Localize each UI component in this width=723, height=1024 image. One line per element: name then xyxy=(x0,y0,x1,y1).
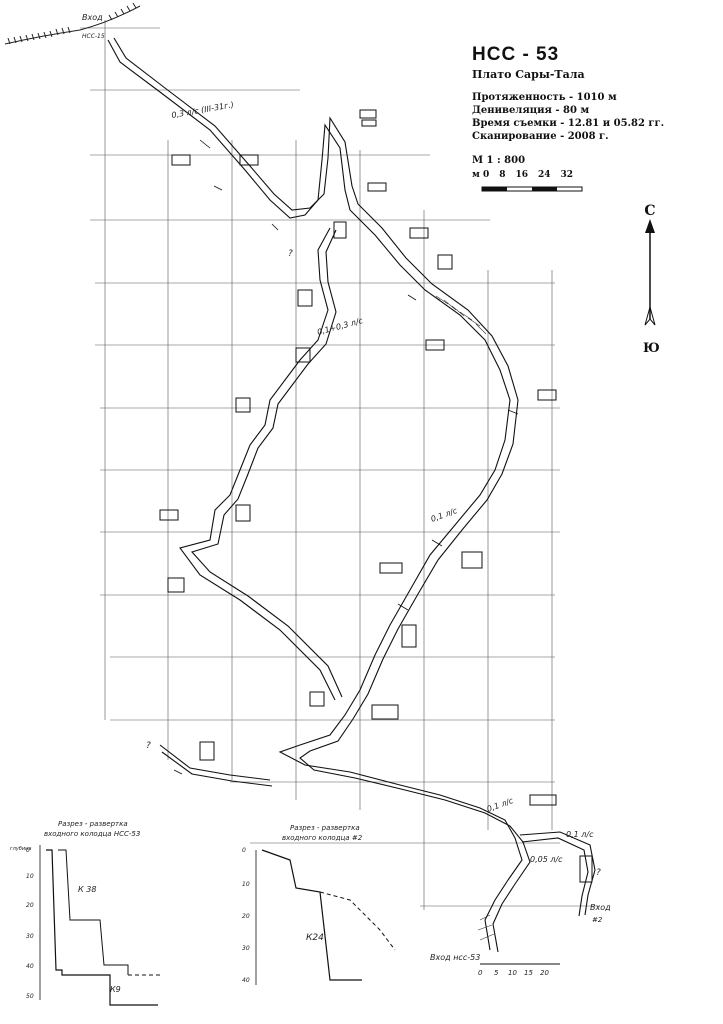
entrance-top-code: НСС-15 xyxy=(82,33,105,40)
svg-text:0: 0 xyxy=(242,847,246,854)
title-block: НСС - 53 Плато Сары-Тала Протяженность -… xyxy=(472,44,712,166)
flow-label-4: 0,1 л/с xyxy=(486,796,515,814)
svg-text:15: 15 xyxy=(524,969,533,977)
flow-label-2: 0,1÷0,3 л/с xyxy=(316,316,364,337)
section-profile-1: Разрез - развертка входного колодца НСС-… xyxy=(10,820,160,1006)
flow-label-3: 0,1 л/с xyxy=(430,506,459,524)
entrance-right-num: #2 xyxy=(592,916,603,924)
map-subtitle: Плато Сары-Тала xyxy=(472,68,585,81)
entrance-top-label: Вход xyxy=(82,13,103,22)
flow-label-5: 0,1 л/с xyxy=(566,830,594,839)
svg-text:К 38: К 38 xyxy=(78,885,96,894)
info-row: Время съемки - 12.81 и 05.82 гг. xyxy=(472,118,665,129)
scale-bar: м 0 8 16 24 32 xyxy=(472,170,592,196)
svg-text:Разрез - развертка: Разрез - развертка xyxy=(58,820,128,828)
section-profile-2: Разрез - развертка входного колодца #2 0… xyxy=(242,824,396,985)
flow-label-6: 0,05 л/с xyxy=(530,855,563,864)
question-mark-1: ? xyxy=(288,249,293,259)
svg-text:К9: К9 xyxy=(110,985,121,994)
bottom-scale: 0 5 10 15 20 xyxy=(478,963,560,977)
scale-ratio: М 1 : 800 xyxy=(472,155,526,166)
info-row: Сканирование - 2008 г. xyxy=(472,131,609,142)
survey-ticks xyxy=(173,139,519,775)
svg-text:20: 20 xyxy=(540,969,549,977)
info-row: Денивеляция - 80 м xyxy=(472,105,590,116)
svg-text:10: 10 xyxy=(242,881,250,888)
scale-bar-graphic xyxy=(481,186,583,192)
cave-passage xyxy=(107,37,596,953)
svg-text:40: 40 xyxy=(242,977,250,984)
svg-text:К24: К24 xyxy=(306,933,324,943)
svg-text:20: 20 xyxy=(26,902,34,909)
svg-text:30: 30 xyxy=(26,933,34,940)
svg-text:40: 40 xyxy=(26,963,34,970)
map-title: НСС - 53 xyxy=(472,44,560,65)
svg-text:30: 30 xyxy=(242,945,250,952)
svg-text:Разрез - развертка: Разрез - развертка xyxy=(290,824,360,832)
svg-text:10: 10 xyxy=(508,969,517,977)
svg-text:50: 50 xyxy=(26,993,34,1000)
question-mark-3: ? xyxy=(596,868,601,878)
info-row: Протяженность - 1010 м xyxy=(472,92,617,103)
question-mark-2: ? xyxy=(146,741,151,751)
svg-text:0: 0 xyxy=(26,847,30,854)
entrance-bottom-label: Вход нсс-53 xyxy=(430,953,480,962)
breakdown-symbols xyxy=(159,109,593,883)
south-label: Ю xyxy=(643,341,660,356)
svg-text:входного колодца #2: входного колодца #2 xyxy=(282,834,363,842)
entrance-right-label: Вход xyxy=(590,903,611,912)
svg-text:10: 10 xyxy=(26,873,34,880)
surface-hatching xyxy=(4,2,141,45)
passage-fill xyxy=(427,291,495,941)
svg-text:5: 5 xyxy=(494,969,499,977)
north-arrow: С Ю xyxy=(640,203,660,363)
svg-text:20: 20 xyxy=(242,913,250,920)
north-arrow-icon xyxy=(644,219,656,326)
svg-text:глубина: глубина xyxy=(10,846,31,852)
svg-text:входного колодца НСС-53: входного колодца НСС-53 xyxy=(44,830,140,838)
north-label: С xyxy=(644,203,656,219)
survey-grid xyxy=(80,20,600,910)
svg-text:0: 0 xyxy=(478,969,483,977)
